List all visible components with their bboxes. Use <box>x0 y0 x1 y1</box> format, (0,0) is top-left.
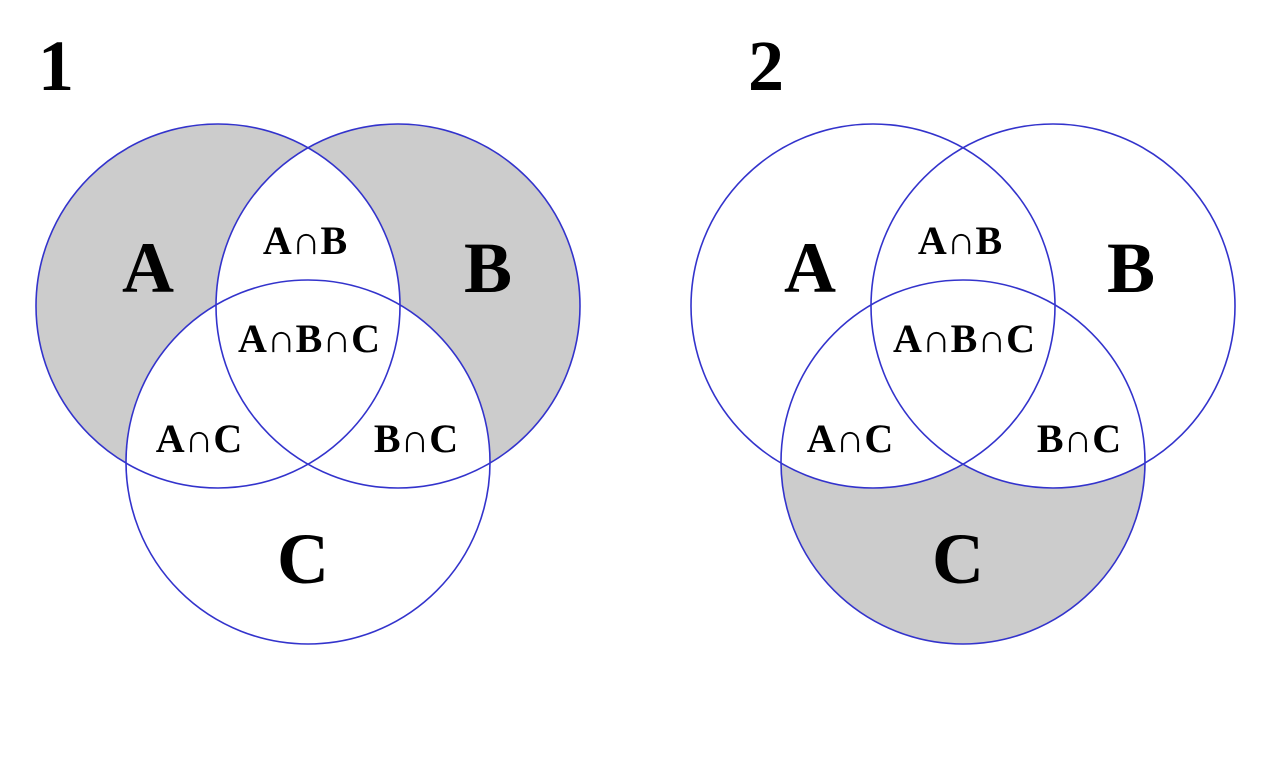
label-a-intersect-b: A∩B <box>918 218 1002 263</box>
label-b-intersect-c: B∩C <box>374 416 458 461</box>
label-c: C <box>277 519 329 599</box>
circle-c <box>780 279 1146 645</box>
label-b-intersect-c: B∩C <box>1037 416 1121 461</box>
label-a-intersect-c: A∩C <box>156 416 243 461</box>
diagram-number-1: 1 <box>38 26 74 106</box>
label-a-intersect-b-intersect-c: A∩B∩C <box>893 316 1035 361</box>
label-a-intersect-b: A∩B <box>263 218 347 263</box>
label-a: A <box>122 228 174 308</box>
circle-a <box>690 123 1056 489</box>
circle-c <box>125 279 491 645</box>
label-b: B <box>464 228 512 308</box>
venn-diagram-2: 2 A B C A∩B A∩B∩C A∩C B∩C <box>690 26 1236 645</box>
region-c-only-shaded <box>781 280 1145 644</box>
label-a-intersect-b-intersect-c: A∩B∩C <box>238 316 380 361</box>
diagram-number-2: 2 <box>748 26 784 106</box>
label-a: A <box>784 228 836 308</box>
label-b: B <box>1107 228 1155 308</box>
label-c: C <box>932 519 984 599</box>
circle-b <box>215 123 581 489</box>
region-b-only-shaded <box>216 124 580 488</box>
label-a-intersect-c: A∩C <box>807 416 894 461</box>
circle-b <box>870 123 1236 489</box>
circle-a <box>35 123 401 489</box>
venn-diagram-1: 1 A B C A∩B A∩B∩C A∩C B∩C <box>35 26 581 645</box>
